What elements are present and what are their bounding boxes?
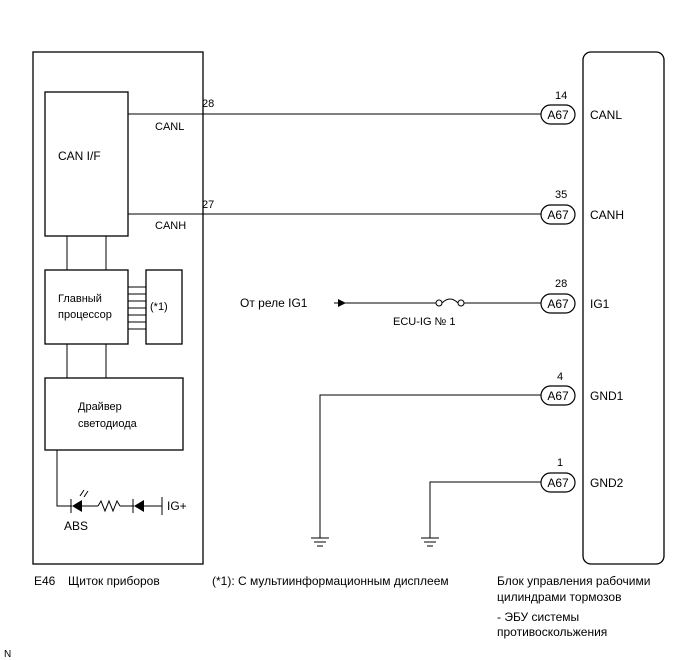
can-if-block [44,91,129,237]
fuse-label: ECU-IG № 1 [393,316,456,328]
connector-canh: A67 [540,204,576,225]
connector-label: A67 [547,389,569,403]
meter-canh-label: CANH [155,220,186,232]
arrow-right-icon [338,299,346,307]
ecu-pin-num: 35 [555,189,567,201]
ecu-pin-name: CANL [590,108,622,122]
meter-name: Щиток приборов [68,574,160,588]
fuse-icon [441,298,459,304]
connector-canl: A67 [540,104,576,125]
connector-gnd1: A67 [540,385,576,406]
diode-icon [134,500,144,512]
option-mark: (*1) [150,301,168,313]
ecu-pin-num: 14 [555,90,567,102]
ecu-name-line2: цилиндрами тормозов [497,590,621,604]
ecu-pin-name: GND2 [590,476,624,490]
meter-pin-canl: 28 [202,98,214,110]
ecu-pin-name: CANH [590,208,624,222]
ecu-note-line2: противоскольжения [497,625,607,639]
meter-pin-canh: 27 [202,199,214,211]
connector-label: A67 [547,476,569,490]
ecu-pin-num: 4 [557,371,563,383]
ecu-pin-name: IG1 [590,297,610,311]
fuse-terminal-left [435,299,443,307]
led-driver-label-line1: Драйвер [78,401,122,413]
abs-led-icon [72,500,82,512]
abs-led-circuit [56,450,163,515]
connector-ig1: A67 [540,293,576,314]
ecu-pin-name: GND1 [590,389,624,403]
meter-code: E46 [34,574,56,588]
resistor-icon [97,499,121,513]
footnote: (*1): С мультиинформационным дисплеем [212,574,449,588]
ig-plus-label: IG+ [167,499,187,513]
cpu-label-line2: процессор [58,309,112,321]
corner-mark: N [4,649,11,660]
ecu-pin-num: 28 [555,278,567,290]
relay-source-label: От реле IG1 [240,296,308,310]
connector-label: A67 [547,108,569,122]
connector-label: A67 [547,297,569,311]
fuse-terminal-right [457,299,465,307]
ground-icon [311,537,329,547]
multi-display-block [145,269,183,345]
ecu-note-line1: - ЭБУ системы [497,610,579,624]
main-cpu-block [44,269,129,345]
ecu-pin-num: 1 [557,457,563,469]
can-if-label: CAN I/F [58,149,101,163]
ground-icon [421,537,439,547]
cpu-label-line1: Главный [58,293,102,305]
skid-control-ecu-box [582,51,665,565]
gnd1-wire [319,394,541,538]
meter-canl-label: CANL [155,121,184,133]
display-bus [128,286,146,330]
ecu-name-line1: Блок управления рабочими [497,574,650,588]
abs-label: ABS [64,519,88,533]
led-driver-block [44,377,184,451]
combination-meter-box [32,51,204,565]
connector-gnd2: A67 [540,472,576,493]
led-driver-label-line2: светодиода [78,418,138,430]
gnd2-wire [429,481,541,538]
connector-label: A67 [547,208,569,222]
